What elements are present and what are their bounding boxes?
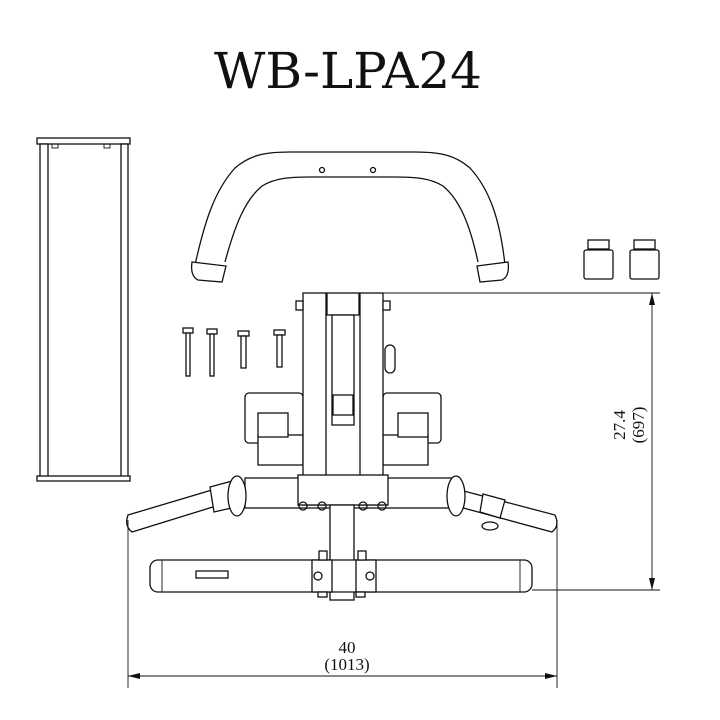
width-inches-label: 40	[339, 638, 356, 657]
height-dimension: 27.4 (697)	[383, 292, 660, 591]
model-title: WB-LPA24	[214, 42, 482, 100]
bolts-part	[182, 327, 286, 377]
main-frame-part	[295, 292, 396, 601]
height-inches-label: 27.4	[610, 410, 629, 440]
upright-bar-part	[36, 137, 131, 482]
height-mm-label: (697)	[629, 407, 648, 444]
base-bar-part	[149, 550, 533, 598]
width-mm-label: (1013)	[324, 655, 369, 674]
width-dimension: 40 (1013)	[127, 520, 558, 688]
u-handle-part	[190, 151, 510, 283]
collar-clips-part	[583, 239, 660, 280]
